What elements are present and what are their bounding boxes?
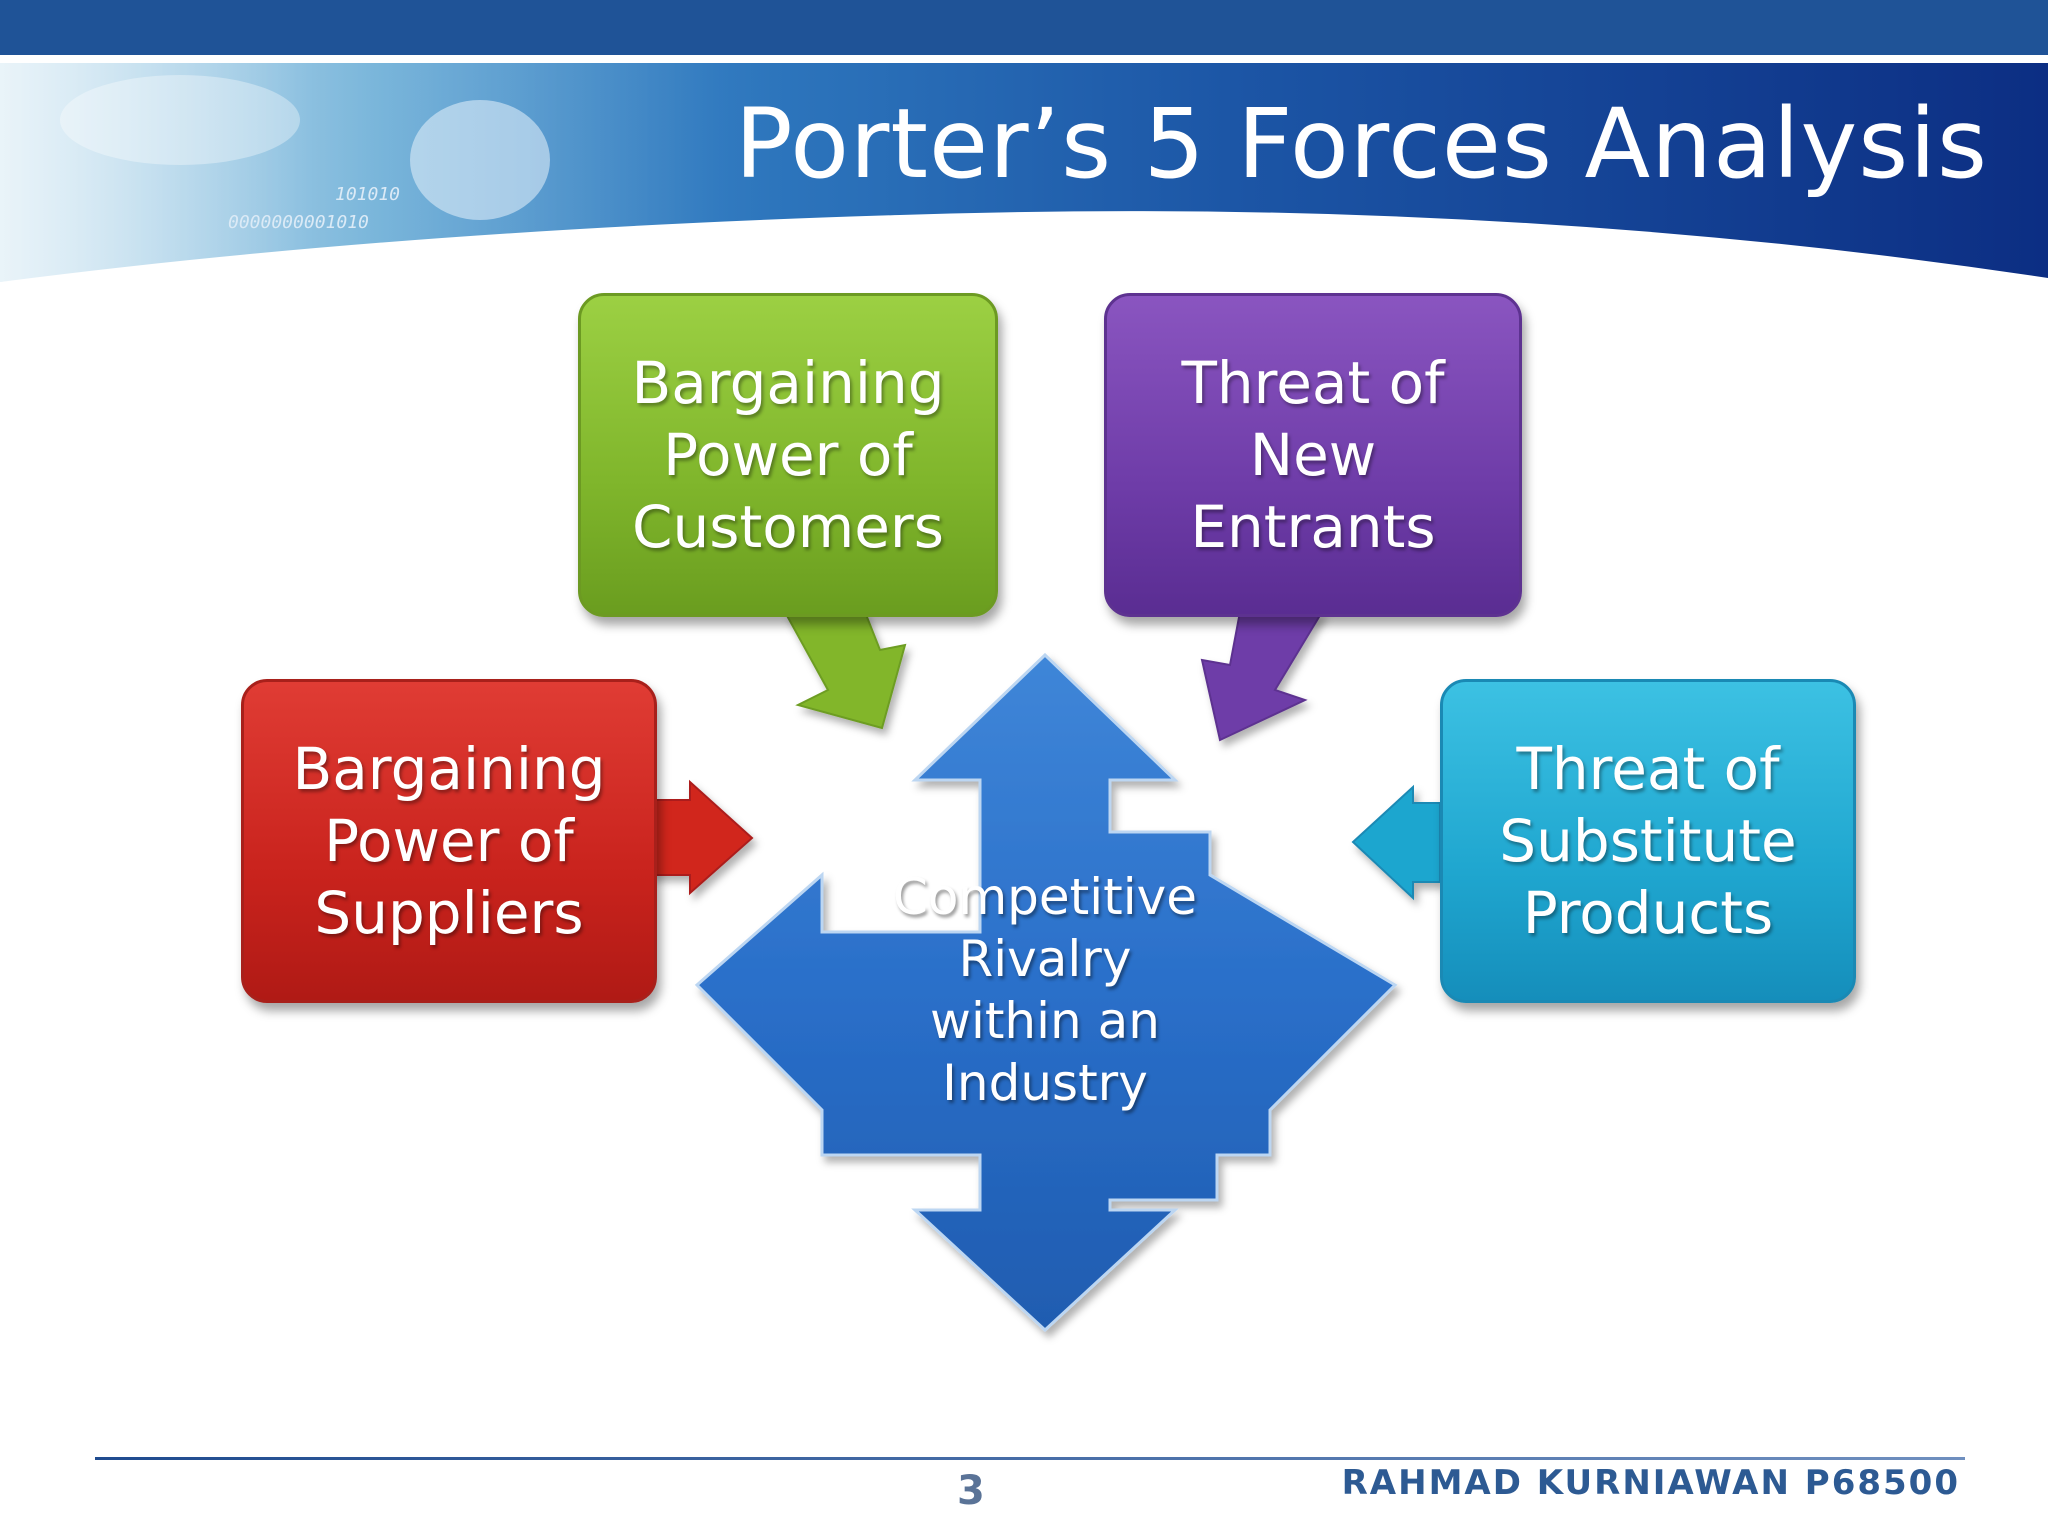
slide-title: Porter’s 5 Forces Analysis bbox=[734, 88, 1988, 200]
rivalry-cross-arrow bbox=[694, 652, 1398, 1333]
force-bargaining-power-suppliers: Bargaining Power of Suppliers bbox=[241, 679, 657, 1003]
binary-decor-2: 0000000001010 bbox=[228, 212, 369, 233]
binary-decor-1: 101010 bbox=[335, 184, 400, 205]
page-number: 3 bbox=[957, 1468, 985, 1514]
entrants-arrow bbox=[1200, 611, 1324, 742]
author-label: RAHMAD KURNIAWAN P68500 bbox=[1341, 1463, 1960, 1503]
header-banner: 101010 0000000001010 bbox=[0, 0, 2048, 282]
force-competitive-rivalry: Competitive Rivalry within an Industry bbox=[845, 860, 1245, 1120]
substitutes-arrow bbox=[1351, 784, 1441, 901]
center-label-text: Competitive Rivalry within an Industry bbox=[892, 868, 1198, 1112]
force-threat-new-entrants: Threat of New Entrants bbox=[1104, 293, 1522, 617]
force-label-customers: Bargaining Power of Customers bbox=[631, 349, 945, 561]
force-label-suppliers: Bargaining Power of Suppliers bbox=[292, 735, 606, 947]
force-threat-substitutes: Threat of Substitute Products bbox=[1440, 679, 1856, 1003]
suppliers-arrow bbox=[649, 779, 754, 896]
customers-arrow bbox=[783, 611, 907, 730]
force-label-entrants: Threat of New Entrants bbox=[1181, 349, 1445, 561]
force-bargaining-power-customers: Bargaining Power of Customers bbox=[578, 293, 998, 617]
slide-header: 101010 0000000001010 Porter’s 5 Forces A… bbox=[0, 0, 2048, 290]
footer-divider bbox=[95, 1457, 1965, 1460]
force-label-substitutes: Threat of Substitute Products bbox=[1499, 735, 1797, 947]
